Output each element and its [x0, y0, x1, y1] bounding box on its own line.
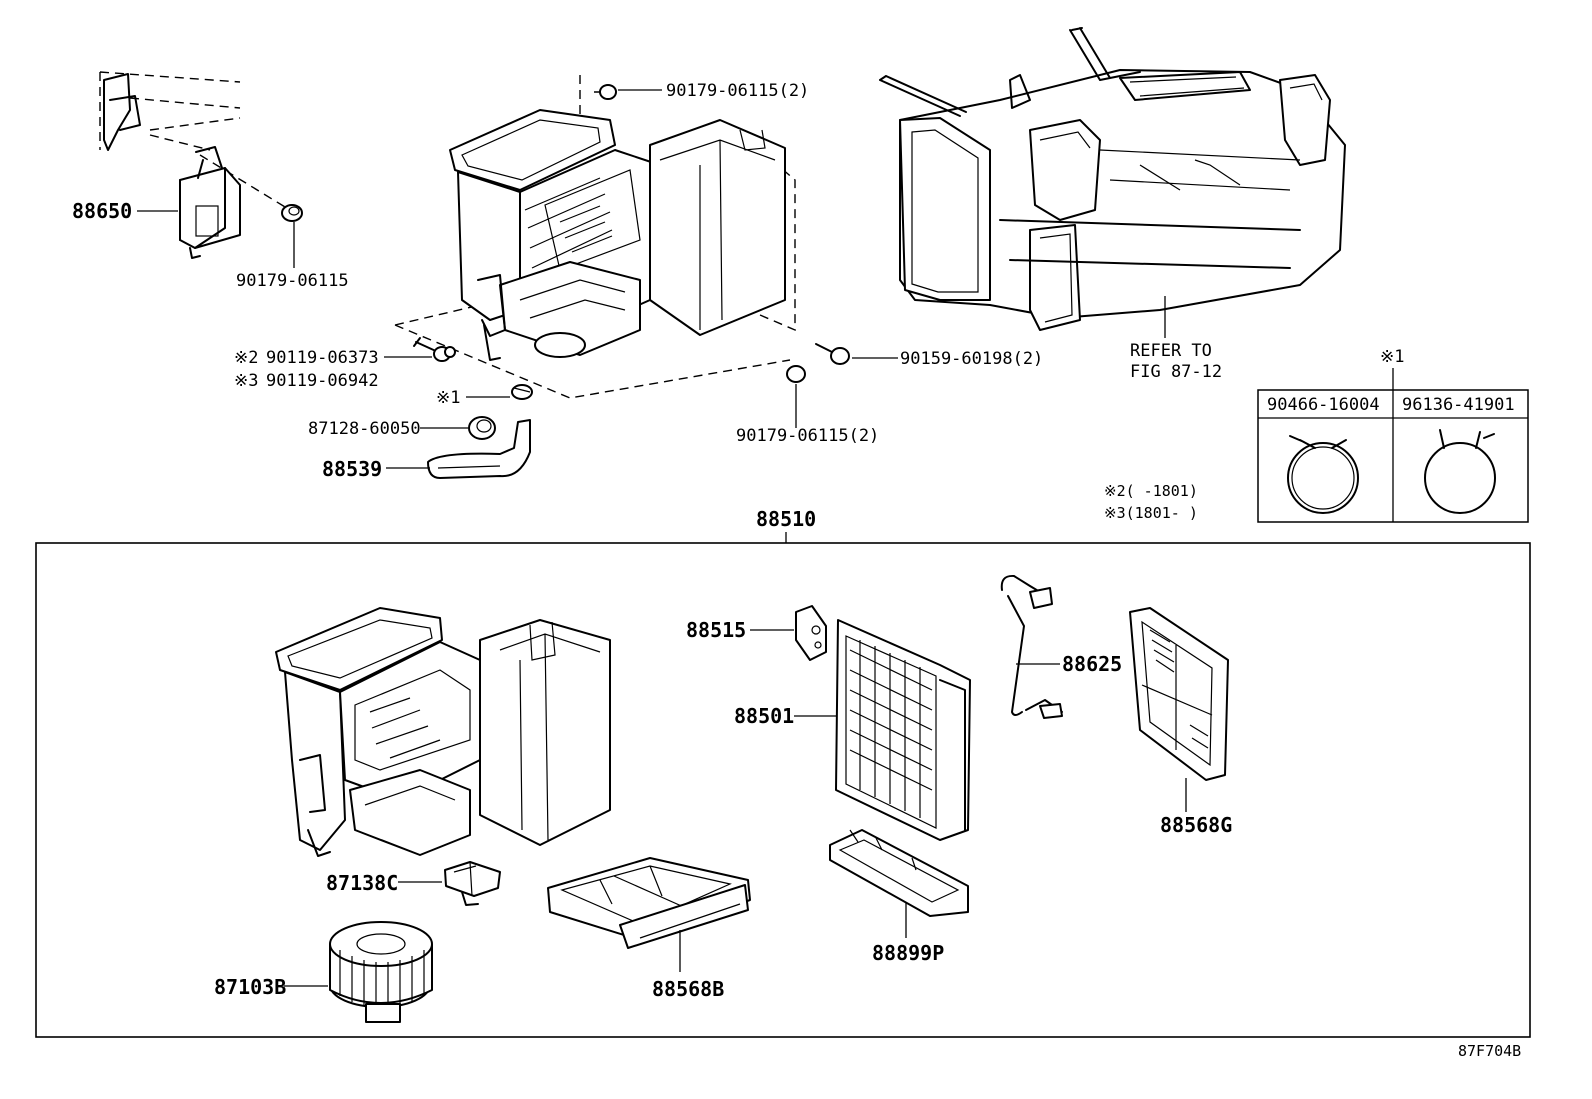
label-refer-to: REFER TO [1130, 341, 1212, 361]
label-90179-06115-2-top: 90179-06115(2) [666, 81, 809, 101]
figure-id: 87F704B [1458, 1042, 1521, 1060]
grommet-87128 [468, 416, 496, 440]
footnote-mark3: ※3(1801- ) [1104, 504, 1198, 522]
tray-88899P-drawing [829, 829, 969, 917]
label-mark1-clamp: ※1 [436, 388, 460, 408]
label-88568G: 88568G [1160, 813, 1232, 837]
label-90179-06115-2-bottom: 90179-06115(2) [736, 426, 879, 446]
label-90179-06115-left: 90179-06115 [236, 271, 349, 291]
label-88568B: 88568B [652, 977, 724, 1001]
part-88650-drawing [99, 71, 303, 268]
part-87138C-drawing [444, 861, 501, 906]
label-90119-06373: 90119-06373 [266, 348, 379, 368]
bolt-90159 [815, 343, 850, 365]
label-88515: 88515 [686, 618, 746, 642]
heater-assembly-top-drawing [394, 75, 796, 399]
clamp-table-col1: 90466-16004 [1267, 395, 1380, 415]
duct-assembly-drawing [879, 27, 1346, 331]
label-90119-06942: 90119-06942 [266, 371, 379, 391]
label-88625: 88625 [1062, 652, 1122, 676]
label-88899P: 88899P [872, 941, 944, 965]
clamp-table-mark: ※1 [1380, 347, 1404, 367]
label-88539: 88539 [322, 457, 382, 481]
nut-bottom [786, 365, 806, 383]
heater-unit-88510-drawing [275, 607, 611, 857]
label-87138C: 87138C [326, 871, 398, 895]
footnote-mark2: ※2( -1801) [1104, 482, 1198, 500]
blower-87103B-drawing [329, 921, 433, 1023]
clamp-mark1 [511, 384, 533, 400]
clamp-table-col2: 96136-41901 [1402, 395, 1515, 415]
hose-88539 [427, 419, 531, 479]
assembly-88510-frame [35, 542, 1531, 1038]
part-88515-drawing [795, 605, 827, 661]
clamp-icon-2 [1424, 429, 1496, 514]
label-87103B: 87103B [214, 975, 286, 999]
bolt-90119 [413, 337, 456, 362]
label-88501: 88501 [734, 704, 794, 728]
clamp-icon-1 [1287, 435, 1359, 514]
clamp-table[interactable]: ※1 90466-16004 96136-41901 [1257, 347, 1529, 523]
label-87128-60050: 87128-60050 [308, 419, 421, 439]
filter-88568B-drawing [547, 857, 751, 949]
filter-88568G-drawing [1129, 607, 1229, 781]
label-88510: 88510 [756, 507, 816, 531]
label-88650: 88650 [72, 199, 132, 223]
sensor-88625-drawing [1000, 574, 1063, 719]
label-90159-60198-2: 90159-60198(2) [900, 349, 1043, 369]
label-mark3: ※3 [234, 371, 258, 391]
evaporator-88501-drawing [835, 619, 971, 841]
label-mark2: ※2 [234, 348, 258, 368]
label-fig-87-12: FIG 87-12 [1130, 362, 1222, 382]
nut-top [599, 84, 617, 100]
